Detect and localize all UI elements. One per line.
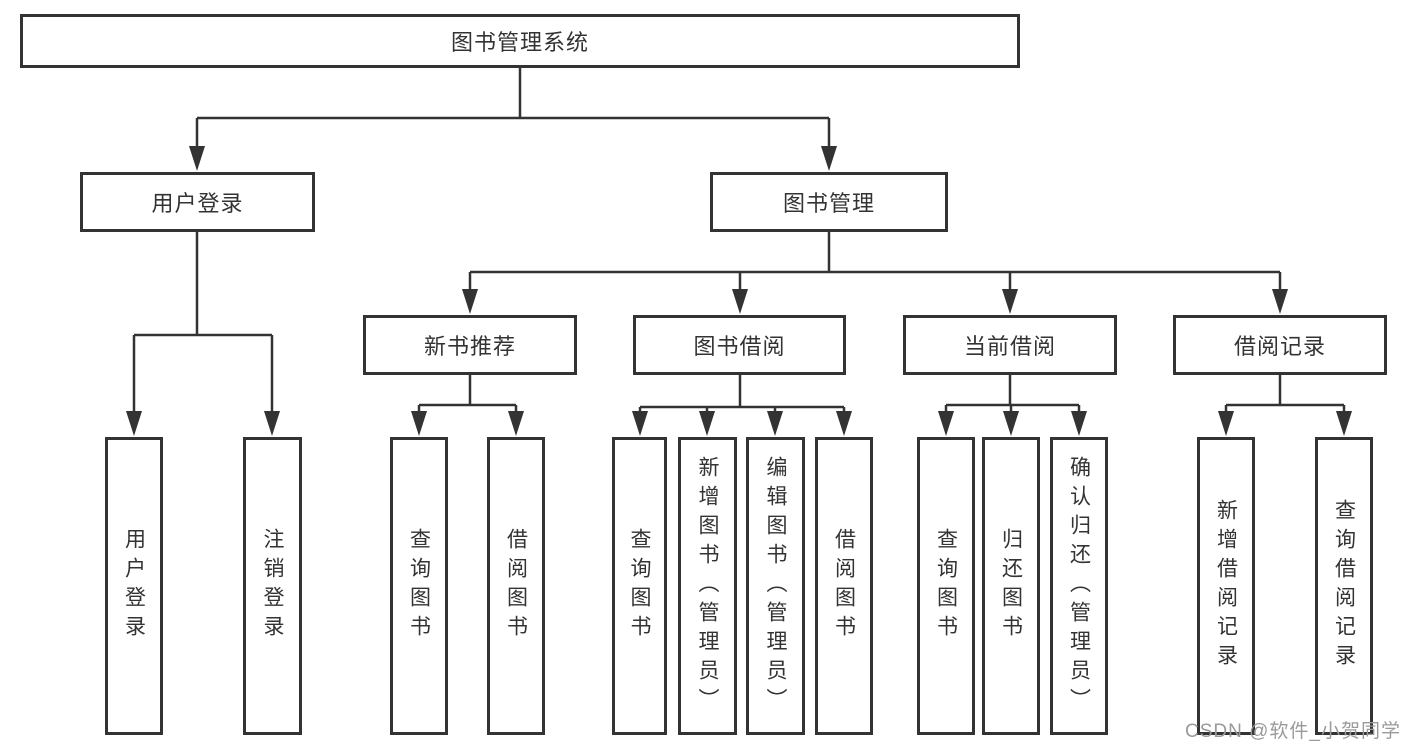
leaf-add-borrow-record: 新增借阅记录	[1197, 437, 1255, 735]
node-borrowing-records-label: 借阅记录	[1233, 334, 1326, 359]
leaf-confirm-return-admin-label: 确认归还（管理员）	[1067, 455, 1091, 717]
node-current-borrowing-label: 当前借阅	[963, 334, 1056, 359]
leaf-return-books-label: 归还图书	[999, 528, 1023, 644]
node-book-management: 图书管理	[710, 172, 948, 232]
node-root-label: 图书管理系统	[450, 30, 589, 55]
leaf-edit-book-admin-label: 编辑图书（管理员）	[764, 455, 787, 717]
leaf-add-borrow-record-label: 新增借阅记录	[1214, 499, 1238, 673]
leaf-add-book-admin: 新增图书（管理员）	[678, 437, 737, 735]
watermark: CSDN @软件_小贺同学	[1185, 721, 1401, 742]
leaf-query-books-recommend-label: 查询图书	[407, 528, 431, 644]
leaf-query-books-borrowing: 查询图书	[612, 437, 667, 735]
leaf-confirm-return-admin: 确认归还（管理员）	[1050, 437, 1108, 735]
leaf-return-books: 归还图书	[982, 437, 1040, 735]
node-root: 图书管理系统	[20, 14, 1020, 68]
leaf-borrow-books-borrowing: 借阅图书	[815, 437, 873, 735]
leaf-logout-label: 注销登录	[261, 528, 284, 644]
node-borrowing-records: 借阅记录	[1173, 315, 1387, 375]
leaf-user-login-label: 用户登录	[122, 528, 146, 644]
node-new-book-recommend: 新书推荐	[363, 315, 577, 375]
leaf-user-login: 用户登录	[105, 437, 163, 735]
leaf-query-borrow-record-label: 查询借阅记录	[1332, 499, 1356, 673]
node-user-login-label: 用户登录	[151, 191, 244, 216]
node-book-borrowing-label: 图书借阅	[693, 334, 786, 359]
leaf-query-books-borrowing-label: 查询图书	[628, 528, 651, 644]
leaf-borrow-books-borrowing-label: 借阅图书	[832, 528, 856, 644]
leaf-logout: 注销登录	[243, 437, 302, 735]
node-user-login: 用户登录	[80, 172, 315, 232]
node-new-book-recommend-label: 新书推荐	[423, 334, 516, 359]
node-book-management-label: 图书管理	[782, 191, 875, 216]
leaf-edit-book-admin: 编辑图书（管理员）	[746, 437, 805, 735]
leaf-query-borrow-record: 查询借阅记录	[1315, 437, 1373, 735]
node-book-borrowing: 图书借阅	[633, 315, 846, 375]
leaf-borrow-books-recommend-label: 借阅图书	[504, 528, 528, 644]
leaf-query-books-current: 查询图书	[917, 437, 975, 735]
leaf-borrow-books-recommend: 借阅图书	[487, 437, 545, 735]
node-current-borrowing: 当前借阅	[903, 315, 1117, 375]
leaf-query-books-current-label: 查询图书	[934, 528, 958, 644]
leaf-add-book-admin-label: 新增图书（管理员）	[696, 455, 719, 717]
leaf-query-books-recommend: 查询图书	[390, 437, 448, 735]
